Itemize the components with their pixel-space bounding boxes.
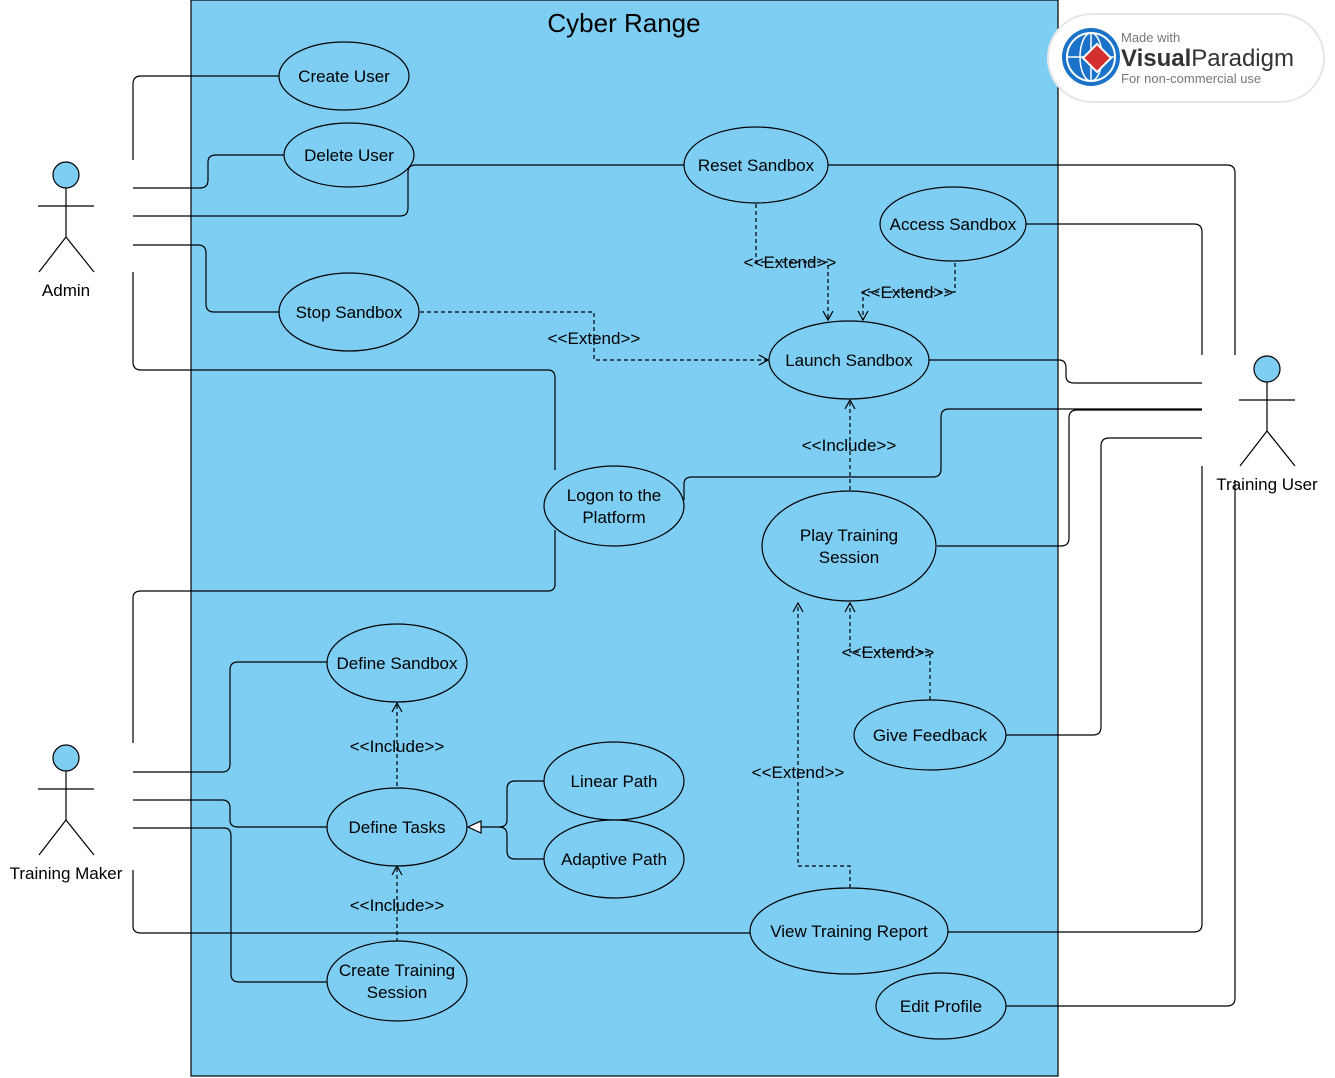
use-case-label: Delete User xyxy=(304,146,394,165)
use-case-create-training-session[interactable]: Create Training Session xyxy=(326,940,468,1022)
use-case-reset-sandbox[interactable]: Reset Sandbox xyxy=(683,126,829,204)
use-case-logon[interactable]: Logon to the Platform xyxy=(543,465,685,547)
use-case-label: Access Sandbox xyxy=(890,215,1017,234)
actor-training-user[interactable]: Training User xyxy=(1216,355,1318,494)
use-case-label: Give Feedback xyxy=(873,726,988,745)
extend-label-access: <<Extend>> xyxy=(861,283,954,302)
use-case-access-sandbox[interactable]: Access Sandbox xyxy=(879,186,1027,262)
extend-label-reset: <<Extend>> xyxy=(744,253,837,272)
use-case-label: Define Tasks xyxy=(348,818,445,837)
use-case-view-training-report[interactable]: View Training Report xyxy=(749,887,949,975)
use-case-label: Reset Sandbox xyxy=(698,156,815,175)
actor-label: Training User xyxy=(1216,475,1318,494)
actor-label: Admin xyxy=(42,281,90,300)
use-case-label: Launch Sandbox xyxy=(785,351,913,370)
use-case-label-line2: Session xyxy=(819,548,879,567)
extend-label-feedback: <<Extend>> xyxy=(842,643,935,662)
use-case-label: Stop Sandbox xyxy=(296,303,403,322)
use-case-label: Edit Profile xyxy=(900,997,982,1016)
use-case-launch-sandbox[interactable]: Launch Sandbox xyxy=(768,320,930,400)
watermark-line2: VisualParadigm xyxy=(1121,45,1294,72)
associations xyxy=(132,75,1236,1007)
use-case-label-line2: Platform xyxy=(582,508,645,527)
use-case-define-tasks[interactable]: Define Tasks xyxy=(326,787,468,867)
relation-labels: <<Extend>> <<Extend>> <<Extend>> <<Inclu… xyxy=(350,253,954,915)
use-case-label-line2: Session xyxy=(367,983,427,1002)
use-case-label-line1: Create Training xyxy=(339,961,455,980)
generalizations xyxy=(466,780,545,860)
use-case-label-line1: Logon to the xyxy=(567,486,662,505)
use-case-adaptive-path[interactable]: Adaptive Path xyxy=(543,819,685,899)
actor-training-maker[interactable]: Training Maker xyxy=(10,744,123,883)
include-label-play: <<Include>> xyxy=(802,436,897,455)
use-case-label: Linear Path xyxy=(571,772,658,791)
include-label-define-tasks: <<Include>> xyxy=(350,896,445,915)
extend-label-report: <<Extend>> xyxy=(752,763,845,782)
include-label-define-sandbox: <<Include>> xyxy=(350,737,445,756)
use-case-label: Create User xyxy=(298,67,390,86)
use-case-label: Define Sandbox xyxy=(337,654,458,673)
visual-paradigm-watermark: Made with VisualParadigm For non-commerc… xyxy=(1047,13,1325,103)
use-case-give-feedback[interactable]: Give Feedback xyxy=(853,699,1007,771)
actor-admin[interactable]: Admin xyxy=(38,161,95,300)
use-case-create-user[interactable]: Create User xyxy=(278,41,410,111)
dependencies xyxy=(391,204,956,942)
use-case-define-sandbox[interactable]: Define Sandbox xyxy=(326,623,468,703)
use-case-stop-sandbox[interactable]: Stop Sandbox xyxy=(278,272,420,352)
use-case-label: View Training Report xyxy=(770,922,928,941)
extend-label-stop: <<Extend>> xyxy=(548,329,641,348)
use-case-label-line1: Play Training xyxy=(800,526,898,545)
watermark-line3: For non-commercial use xyxy=(1121,71,1261,86)
system-title: Cyber Range xyxy=(547,8,700,38)
watermark-line1: Made with xyxy=(1121,30,1180,45)
use-case-play-training-session[interactable]: Play Training Session xyxy=(761,490,937,602)
use-case-label: Adaptive Path xyxy=(561,850,667,869)
actor-label: Training Maker xyxy=(10,864,123,883)
visual-paradigm-logo-icon xyxy=(1062,28,1120,86)
use-case-linear-path[interactable]: Linear Path xyxy=(543,741,685,821)
use-case-delete-user[interactable]: Delete User xyxy=(283,122,415,188)
use-case-edit-profile[interactable]: Edit Profile xyxy=(875,972,1007,1040)
